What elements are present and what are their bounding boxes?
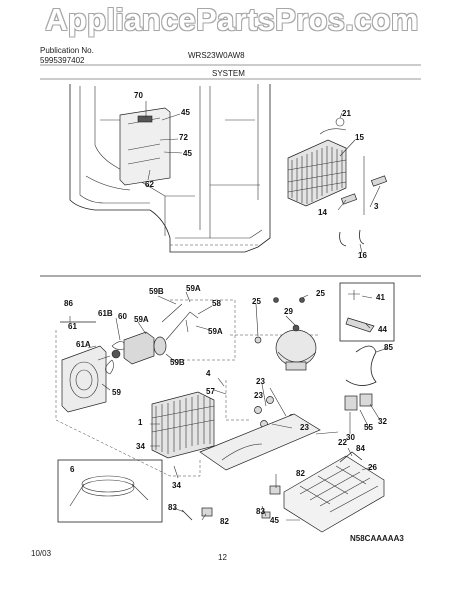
callout-55: 55: [364, 423, 373, 432]
callout-83: 83: [256, 507, 265, 516]
hardware-inset: [339, 282, 395, 342]
publication-label: Publication No.: [40, 46, 94, 55]
callout-15: 15: [355, 133, 364, 142]
footer-date: 10/03: [31, 549, 52, 558]
condenser-coil-top: [287, 139, 347, 207]
cabinet-drawing: [69, 84, 271, 253]
page-number: 12: [218, 553, 227, 562]
base-plate: [199, 413, 321, 471]
callout-23: 23: [254, 391, 263, 400]
callout-60: 60: [118, 312, 127, 321]
overload-relay: [344, 345, 377, 411]
callout-23: 23: [256, 377, 265, 386]
callout-59A: 59A: [208, 327, 223, 336]
callout-25: 25: [316, 289, 325, 298]
callout-34: 34: [136, 442, 145, 451]
callout-70: 70: [134, 91, 143, 100]
callout-59B: 59B: [149, 287, 164, 296]
callout-86: 86: [64, 299, 73, 308]
callout-41: 41: [376, 293, 385, 302]
callout-83: 83: [168, 503, 177, 512]
callout-45: 45: [183, 149, 192, 158]
callout-72: 72: [179, 133, 188, 142]
callout-21: 21: [342, 109, 351, 118]
callout-44: 44: [378, 325, 387, 334]
leader-lines: [69, 101, 389, 521]
watermark: AppliancePartsPros.com: [45, 2, 419, 37]
model-number: WRS23W0AW8: [188, 51, 245, 60]
drain-pan: [283, 451, 385, 533]
callout-22: 22: [338, 438, 347, 447]
callout-45: 45: [270, 516, 279, 525]
wiring-harness-inset: [57, 459, 163, 523]
callout-62: 62: [145, 180, 154, 189]
diagram-code: N58CAAAAA3: [350, 534, 404, 543]
callout-32: 32: [378, 417, 387, 426]
compressor: [275, 324, 317, 371]
callout-16: 16: [358, 251, 367, 260]
fan-shroud: [61, 345, 107, 413]
callout-25: 25: [252, 297, 261, 306]
callout-61B: 61B: [98, 309, 113, 318]
callout-61: 61: [68, 322, 77, 331]
callout-26: 26: [368, 463, 377, 472]
callout-85: 85: [384, 343, 393, 352]
callout-23: 23: [300, 423, 309, 432]
callout-57: 57: [206, 387, 215, 396]
callout-58: 58: [212, 299, 221, 308]
fan-blade-and-motor: [60, 303, 199, 375]
dashed-frame: [55, 299, 320, 477]
callout-45: 45: [181, 108, 190, 117]
callout-4: 4: [206, 369, 211, 378]
callout-61A: 61A: [76, 340, 91, 349]
callout-6: 6: [70, 465, 75, 474]
callout-82: 82: [220, 517, 229, 526]
publication-number: 5995397402: [40, 56, 85, 65]
callout-59A: 59A: [134, 315, 149, 324]
callout-59: 59: [112, 388, 121, 397]
condenser-coil-bottom: [151, 391, 215, 459]
section-title: SYSTEM: [212, 69, 245, 78]
ice-maker-housing: [119, 107, 171, 186]
callout-labels: 70 45 72 45 62 21 15 14 3 16 59B 59A 58 …: [64, 91, 393, 526]
control-module-icon: [137, 115, 153, 123]
callout-14: 14: [318, 208, 327, 217]
callout-34: 34: [172, 481, 181, 490]
drain-tube-and-clips: [319, 117, 388, 247]
callout-1: 1: [138, 418, 143, 427]
callout-29: 29: [284, 307, 293, 316]
callout-59A: 59A: [186, 284, 201, 293]
callout-3: 3: [374, 202, 379, 211]
callout-30: 30: [346, 433, 355, 442]
callout-59B: 59B: [170, 358, 185, 367]
callout-84: 84: [356, 444, 365, 453]
callout-82: 82: [296, 469, 305, 478]
